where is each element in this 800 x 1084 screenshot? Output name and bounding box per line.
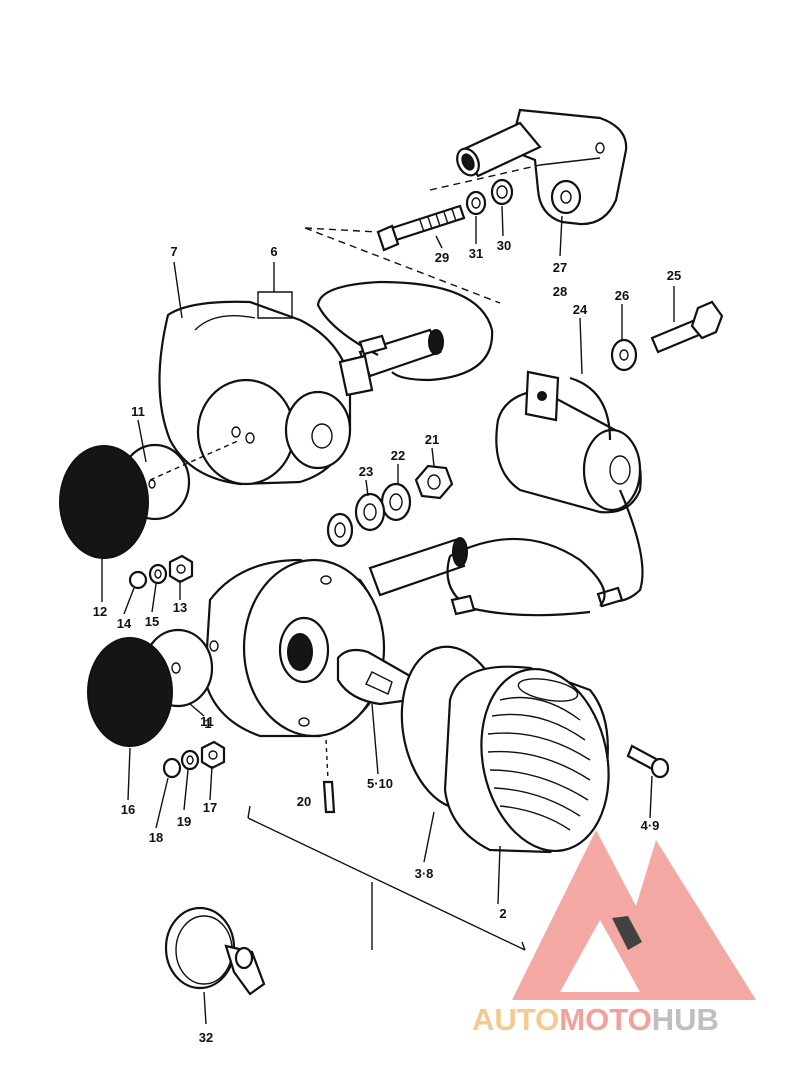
part-label-26: 26 <box>615 288 629 303</box>
watermark-triangle-icon <box>512 830 756 1000</box>
lower-turn-signal-body <box>203 537 606 738</box>
part-labels: 1 2 3·8 4·9 5·10 6 7 11 11 12 13 14 15 1… <box>93 238 681 1045</box>
part-label-22: 22 <box>391 448 405 463</box>
watermark-part-auto: AUTO <box>472 1002 559 1037</box>
screw-20 <box>322 739 336 814</box>
part-label-27: 27 <box>553 260 567 275</box>
part-label-11b: 11 <box>200 714 214 729</box>
part-label-7: 7 <box>170 244 177 259</box>
upper-lens-group <box>59 439 241 590</box>
upper-turn-signal-housing <box>158 280 494 486</box>
part-label-13: 13 <box>173 600 187 615</box>
part-label-1: 1 <box>204 716 211 731</box>
nut-washer-group <box>326 464 454 548</box>
rear-lens-group <box>400 645 670 854</box>
clamp-32 <box>164 906 266 996</box>
part-label-25: 25 <box>667 268 681 283</box>
part-label-24: 24 <box>573 302 588 317</box>
part-label-28: 28 <box>553 284 567 299</box>
part-label-3-8: 3·8 <box>415 866 434 881</box>
flasher-relay-group <box>495 300 724 608</box>
part-label-2: 2 <box>499 906 506 921</box>
part-label-20: 20 <box>297 794 311 809</box>
part-label-4-9: 4·9 <box>641 818 660 833</box>
part-label-19: 19 <box>177 814 191 829</box>
part-label-23: 23 <box>359 464 373 479</box>
leader-lines <box>101 205 675 1025</box>
part-label-14: 14 <box>117 616 132 631</box>
watermark-part-moto: MOTO <box>559 1002 651 1037</box>
part-label-12: 12 <box>93 604 107 619</box>
part-label-5-10: 5·10 <box>367 776 393 791</box>
watermark-text: AUTOMOTOHUB <box>472 1002 719 1037</box>
lower-lens-group <box>87 628 226 779</box>
part-label-16: 16 <box>121 802 135 817</box>
part-label-32: 32 <box>199 1030 213 1045</box>
part-label-15: 15 <box>145 614 159 629</box>
assembly-bracket-line <box>247 805 526 951</box>
mounting-bracket-group <box>304 108 628 304</box>
part-label-11a: 11 <box>131 404 145 419</box>
part-label-29: 29 <box>435 250 449 265</box>
part-label-6: 6 <box>270 244 277 259</box>
watermark-logo <box>512 830 756 1000</box>
part-label-17: 17 <box>203 800 217 815</box>
watermark-part-hub: HUB <box>652 1002 719 1037</box>
part-label-30: 30 <box>497 238 511 253</box>
part-label-21: 21 <box>425 432 439 447</box>
part-label-18: 18 <box>149 830 163 845</box>
part-label-31: 31 <box>469 246 483 261</box>
